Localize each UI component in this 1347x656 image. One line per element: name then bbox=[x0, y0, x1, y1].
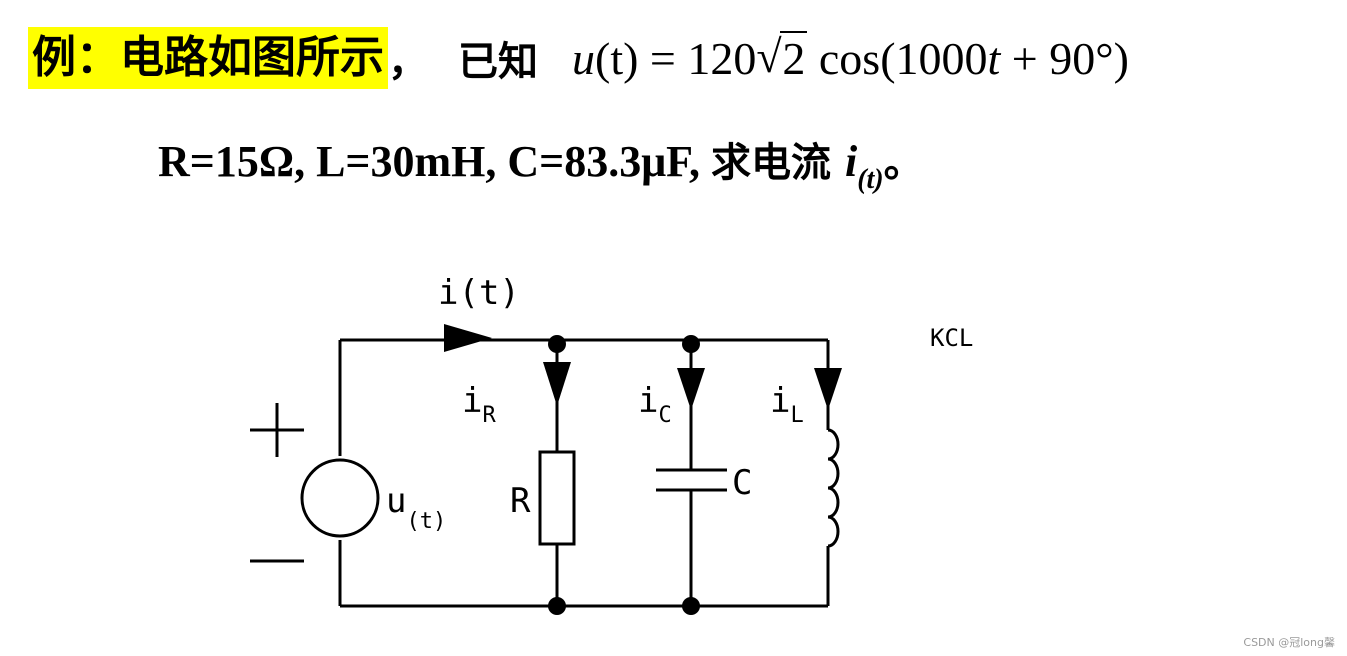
kcl-note: KCL bbox=[930, 324, 973, 352]
main-current-label: i(t) bbox=[438, 273, 520, 313]
ic-label: iC bbox=[638, 381, 672, 428]
current-var: i bbox=[844, 137, 858, 186]
ir-label: iR bbox=[462, 381, 496, 428]
main-current-arrow-icon bbox=[444, 324, 492, 352]
formula-tail: + 90°) bbox=[1000, 32, 1129, 84]
current-sub: (t) bbox=[857, 164, 884, 195]
sqrt-symbol: √ bbox=[756, 30, 782, 82]
junction-dot bbox=[548, 335, 566, 353]
watermark: CSDN @冠long馨 bbox=[1243, 636, 1335, 649]
formula-lhs-arg: (t) bbox=[595, 32, 639, 84]
ask-text: 求电流 bbox=[711, 140, 845, 186]
inductor-icon bbox=[827, 428, 840, 548]
formula-t: t bbox=[987, 32, 1001, 84]
il-label: iL bbox=[770, 381, 804, 428]
capacitor-label: C bbox=[732, 463, 752, 503]
problem-header: 例：电路如图所示 ， 已知 u(t) = 120√2 cos(1000t + 9… bbox=[28, 22, 1129, 94]
sqrt-term: √2 bbox=[756, 30, 808, 85]
ic-arrow-icon bbox=[677, 368, 705, 410]
junction-dot bbox=[682, 597, 700, 615]
problem-label: 例：电路如图所示 bbox=[28, 27, 388, 89]
sqrt-radicand: 2 bbox=[780, 30, 808, 84]
voltage-source-icon bbox=[300, 458, 380, 538]
ir-arrow-icon bbox=[543, 362, 571, 406]
source-label: u(t) bbox=[386, 481, 446, 534]
formula-cos: cos(1000 bbox=[807, 32, 988, 84]
junction-dot bbox=[682, 335, 700, 353]
params-text: R=15Ω, L=30mH, C=83.3μF, bbox=[158, 137, 712, 186]
known-text: 已知 bbox=[458, 39, 538, 85]
comma: ， bbox=[388, 39, 428, 85]
il-arrow-icon bbox=[814, 368, 842, 410]
resistor-icon bbox=[538, 450, 576, 546]
end-punct: 。 bbox=[883, 140, 924, 186]
junction-dot bbox=[548, 597, 566, 615]
problem-params-line: R=15Ω, L=30mH, C=83.3μF, 求电流 i(t)。 bbox=[158, 130, 924, 195]
formula-eq: = 120 bbox=[638, 32, 757, 84]
resistor-label: R bbox=[510, 481, 531, 521]
formula-lhs: u bbox=[572, 32, 595, 84]
voltage-formula: u(t) = 120√2 cos(1000t + 90°) bbox=[572, 30, 1129, 85]
